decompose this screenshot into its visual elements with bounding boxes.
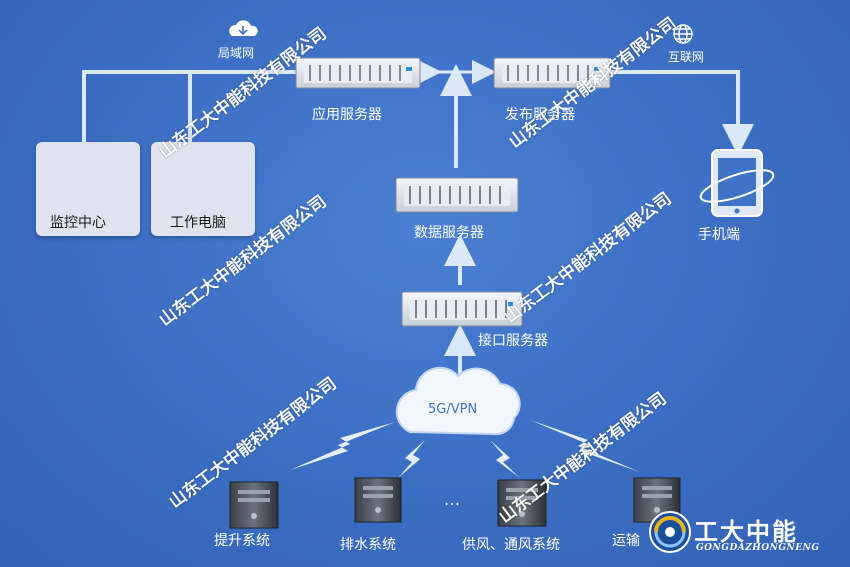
app-server-icon bbox=[295, 57, 421, 89]
logo-en: GONGDAZHONGNENG bbox=[696, 543, 820, 553]
ventilation-tower-icon bbox=[497, 479, 547, 527]
interface-server-icon bbox=[401, 291, 523, 327]
work-pc-label: 工作电脑 bbox=[170, 215, 226, 231]
publish-mobile-link bbox=[608, 70, 754, 156]
wireless-links bbox=[290, 420, 640, 478]
lan-cloud-icon bbox=[229, 20, 258, 36]
internet-label: 互联网 bbox=[668, 50, 705, 64]
mobile-label: 手机端 bbox=[698, 227, 740, 243]
system-label: 排水系统 bbox=[340, 537, 396, 553]
monitor-center-label: 监控中心 bbox=[50, 215, 106, 231]
system-label: 运输 bbox=[612, 533, 640, 549]
ellipsis-label: … bbox=[444, 490, 460, 509]
system-label: 提升系统 bbox=[214, 533, 270, 549]
mobile-phone-icon bbox=[699, 149, 775, 217]
data-server-label: 数据服务器 bbox=[414, 225, 484, 241]
publish-server-label: 发布服务器 bbox=[505, 107, 575, 123]
system-label: 供风、通风系统 bbox=[462, 537, 560, 553]
cloud-label: 5G/VPN bbox=[428, 402, 478, 417]
publish-server-icon bbox=[493, 57, 611, 89]
work-pc-card[interactable] bbox=[151, 142, 255, 236]
lan-label: 局域网 bbox=[218, 46, 255, 60]
logo-cn: 工大中能 bbox=[694, 517, 798, 546]
interface-server-label: 接口服务器 bbox=[478, 333, 548, 349]
globe-icon bbox=[673, 24, 693, 44]
data-server-icon bbox=[395, 177, 519, 213]
app-server-label: 应用服务器 bbox=[312, 107, 382, 123]
monitor-center-card[interactable] bbox=[36, 142, 140, 236]
network-cloud-icon bbox=[395, 366, 521, 436]
lan-bus bbox=[82, 70, 296, 145]
company-logo-emblem bbox=[649, 511, 691, 553]
hoist-tower-icon bbox=[229, 481, 279, 529]
drainage-tower-icon bbox=[354, 477, 402, 523]
